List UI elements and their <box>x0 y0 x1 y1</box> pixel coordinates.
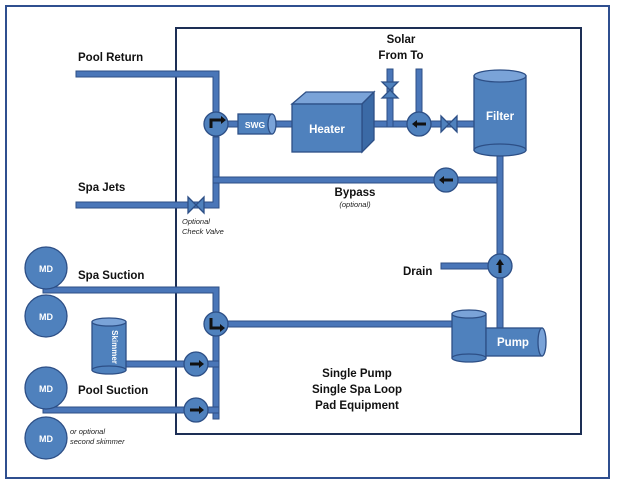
caption-line-2: Single Spa Loop <box>312 384 402 396</box>
pool-return-label: Pool Return <box>78 52 143 64</box>
check-valve-filter <box>440 114 458 134</box>
filter: Filter <box>473 69 527 157</box>
md-label: MD <box>39 264 53 274</box>
skimmer: Skimmer <box>91 317 127 375</box>
check-valve-note-1: Optional <box>182 217 210 226</box>
solar-from-to-label: From To <box>378 50 423 62</box>
caption-line-3: Pad Equipment <box>315 400 399 412</box>
caption-line-1: Single Pump <box>322 368 392 380</box>
valve-bypass <box>433 167 459 193</box>
md-label: MD <box>39 434 53 444</box>
drain-label: Drain <box>403 266 432 278</box>
check-valve-note-2: Check Valve <box>182 227 224 236</box>
pump-label: Pump <box>497 337 529 349</box>
bypass-label: Bypass <box>335 187 376 199</box>
heater-label: Heater <box>309 124 345 136</box>
spa-jets-label: Spa Jets <box>78 182 125 194</box>
md-drain-1: MD <box>24 246 68 290</box>
swg-label: SWG <box>245 120 266 130</box>
spa-suction-label: Spa Suction <box>78 270 144 282</box>
valve-spa-suction <box>203 311 229 337</box>
second-skimmer-note-1: or optional <box>70 427 105 436</box>
outer-frame <box>5 5 610 479</box>
pool-suction-label: Pool Suction <box>78 385 148 397</box>
solar-label: Solar <box>387 34 416 46</box>
valve-solar <box>406 111 432 137</box>
md-label: MD <box>39 312 53 322</box>
pad-boundary <box>175 27 582 435</box>
md-label: MD <box>39 384 53 394</box>
second-skimmer-note-2: second skimmer <box>70 437 125 446</box>
filter-label: Filter <box>486 111 515 123</box>
check-valve-solar <box>380 81 400 99</box>
heater: Heater <box>290 90 376 154</box>
valve-pool-suction <box>183 397 209 423</box>
bypass-optional-note: (optional) <box>339 200 371 209</box>
valve-pool-return <box>203 111 229 137</box>
valve-skimmer <box>183 351 209 377</box>
skimmer-label: Skimmer <box>110 330 119 364</box>
md-drain-3: MD <box>24 366 68 410</box>
pump: Pump <box>451 309 547 363</box>
md-drain-4: MD <box>24 416 68 460</box>
check-valve-spa-jets <box>187 195 205 215</box>
valve-drain <box>487 253 513 279</box>
md-drain-2: MD <box>24 294 68 338</box>
swg: SWG <box>237 113 277 135</box>
